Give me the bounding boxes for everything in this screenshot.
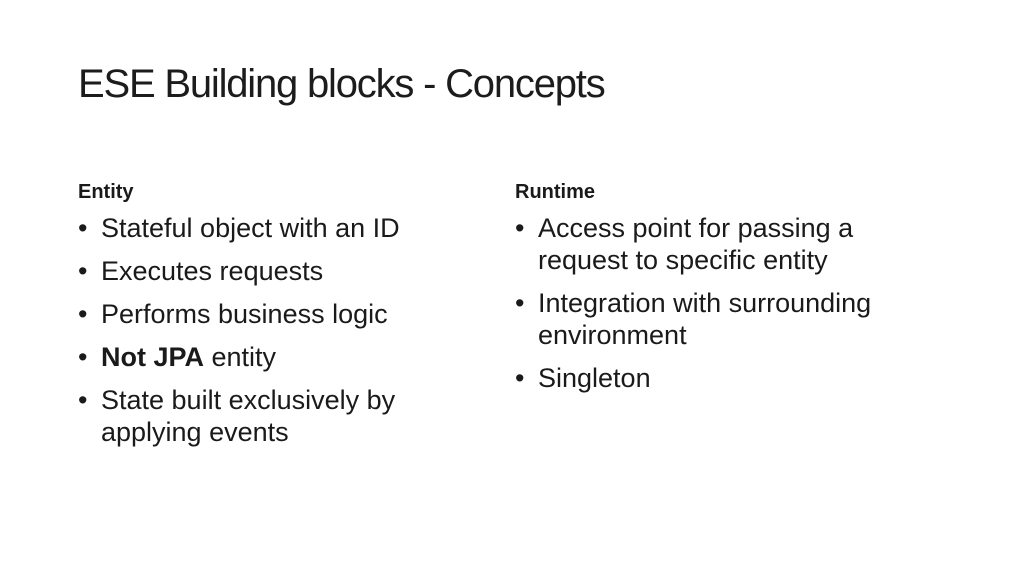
bullet-text: Not JPA entity bbox=[101, 342, 277, 372]
bullet-dot: • bbox=[515, 213, 525, 243]
bullet-dot: • bbox=[78, 385, 88, 415]
column-entity: Entity • Stateful object with an ID • Ex… bbox=[78, 180, 488, 459]
column-runtime: Runtime • Access point for passing a req… bbox=[515, 180, 945, 405]
bullet-text: Access point for passing a request to sp… bbox=[538, 213, 854, 275]
bullet-dot: • bbox=[78, 213, 88, 243]
bullet-text: Stateful object with an ID bbox=[101, 213, 400, 243]
bullet-text: State built exclusively by applying even… bbox=[101, 385, 396, 447]
bullet-item: • Executes requests bbox=[78, 255, 488, 287]
bullet-dot: • bbox=[78, 342, 88, 372]
bullet-text: Executes requests bbox=[101, 256, 324, 286]
bullet-dot: • bbox=[78, 299, 88, 329]
bullet-item: • State built exclusively by applying ev… bbox=[78, 384, 488, 448]
bullet-dot: • bbox=[515, 363, 525, 393]
bullet-item: • Stateful object with an ID bbox=[78, 212, 488, 244]
column-heading-runtime: Runtime bbox=[515, 181, 595, 203]
bullet-text: Performs business logic bbox=[101, 299, 388, 329]
bullet-list-entity: • Stateful object with an ID • Executes … bbox=[78, 212, 488, 448]
bullet-dot: • bbox=[78, 256, 88, 286]
bullet-list-runtime: • Access point for passing a request to … bbox=[515, 212, 945, 394]
bullet-item: • Performs business logic bbox=[78, 298, 488, 330]
bullet-item: • Integration with surrounding environme… bbox=[515, 287, 945, 351]
bullet-item: • Not JPA entity bbox=[78, 341, 488, 373]
slide-title: ESE Building blocks - Concepts bbox=[78, 62, 606, 106]
column-heading-entity: Entity bbox=[78, 181, 134, 203]
bullet-item: • Singleton bbox=[515, 362, 945, 394]
bullet-text: Integration with surrounding environment bbox=[538, 288, 872, 350]
bullet-item: • Access point for passing a request to … bbox=[515, 212, 945, 276]
bullet-dot: • bbox=[515, 288, 525, 318]
bullet-text: Singleton bbox=[538, 363, 651, 393]
